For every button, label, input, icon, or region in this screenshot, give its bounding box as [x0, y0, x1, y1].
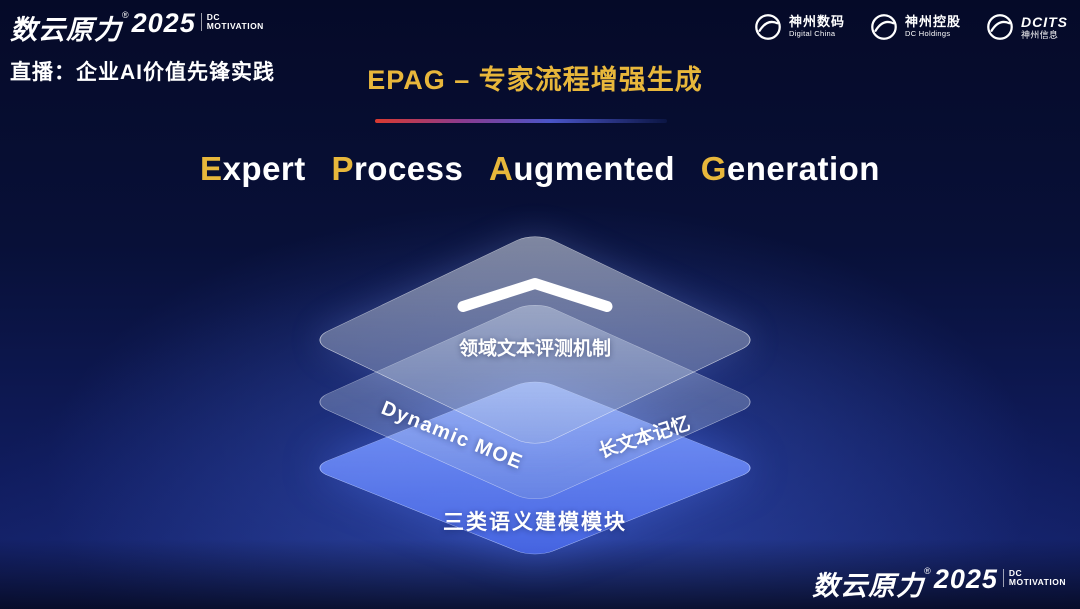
brand-tagline: DC MOTIVATION: [1002, 568, 1066, 587]
partner-dcits: DCITS 神州信息: [985, 12, 1068, 42]
brand-logo-bottom-right: 数云原力 ® 2025 DC MOTIVATION: [812, 564, 1066, 603]
subtitle-rest: eneration: [726, 150, 880, 187]
brand-name: 数云原力: [10, 15, 122, 45]
page-title: EPAG – 专家流程增强生成: [367, 65, 703, 95]
dc-holdings-logo-icon: [869, 12, 899, 42]
brand-year: 2025: [933, 564, 998, 594]
brand-tagline: DC MOTIVATION: [200, 12, 264, 31]
subtitle-initial: P: [331, 150, 354, 187]
partner-en-label: Digital China: [788, 29, 836, 39]
subtitle-rest: ugmented: [513, 150, 676, 187]
brand-tagline-line1: DC: [206, 12, 220, 22]
partner-cn-label: 神州数码: [788, 14, 845, 30]
subtitle-initial: A: [489, 150, 514, 187]
layer-label-evaluation-mechanism: 领域文本评测机制: [458, 338, 612, 360]
brand-tagline-line2: MOTIVATION: [206, 20, 264, 31]
layer-label-semantic-modeling: 三类语义建模模块: [443, 511, 627, 534]
brand-logo-top-left: 数云原力 ® 2025 DC MOTIVATION: [10, 8, 264, 47]
brand-name: 数云原力: [812, 571, 925, 601]
partner-en-label: DC Holdings: [904, 29, 951, 39]
brand-registered-mark: ®: [122, 10, 129, 20]
subtitle-word: Generation: [701, 150, 880, 188]
brand-tagline-line1: DC: [1008, 568, 1023, 578]
subtitle-word: Expert: [200, 150, 306, 188]
title-divider-gradient: [375, 119, 667, 123]
subtitle-initial: E: [200, 150, 223, 187]
subtitle-rest: xpert: [222, 150, 306, 187]
chevron-up-icon: [455, 275, 615, 320]
subtitle-word: Augmented: [489, 150, 675, 188]
subtitle-initial: G: [700, 150, 727, 187]
partner-digital-china-texts: 神州数码 Digital China: [788, 14, 845, 39]
partner-dc-holdings-texts: 神州控股 DC Holdings: [904, 14, 961, 39]
brand-year: 2025: [131, 8, 196, 38]
digital-china-logo-icon: [753, 12, 783, 42]
subtitle-word: Process: [331, 150, 463, 188]
partner-en-label: 神州信息: [1021, 29, 1059, 40]
subtitle-expert-process-augmented-generation: Expert Process Augmented Generation: [0, 150, 1080, 188]
subtitle-rest: rocess: [353, 150, 464, 187]
partner-dc-holdings: 神州控股 DC Holdings: [869, 12, 961, 42]
brand-registered-mark: ®: [924, 566, 931, 576]
partner-digital-china: 神州数码 Digital China: [753, 12, 845, 42]
brand-tagline-line2: MOTIVATION: [1008, 576, 1066, 587]
partner-dcits-texts: DCITS 神州信息: [1021, 14, 1068, 40]
partner-cn-label: 神州控股: [904, 14, 961, 30]
partner-logos: 神州数码 Digital China 神州控股 DC Holdings: [753, 12, 1068, 42]
live-stream-label: 直播：企业AI价值先锋实践: [10, 61, 275, 84]
partner-cn-label: DCITS: [1021, 13, 1068, 30]
dcits-logo-icon: [985, 12, 1015, 42]
